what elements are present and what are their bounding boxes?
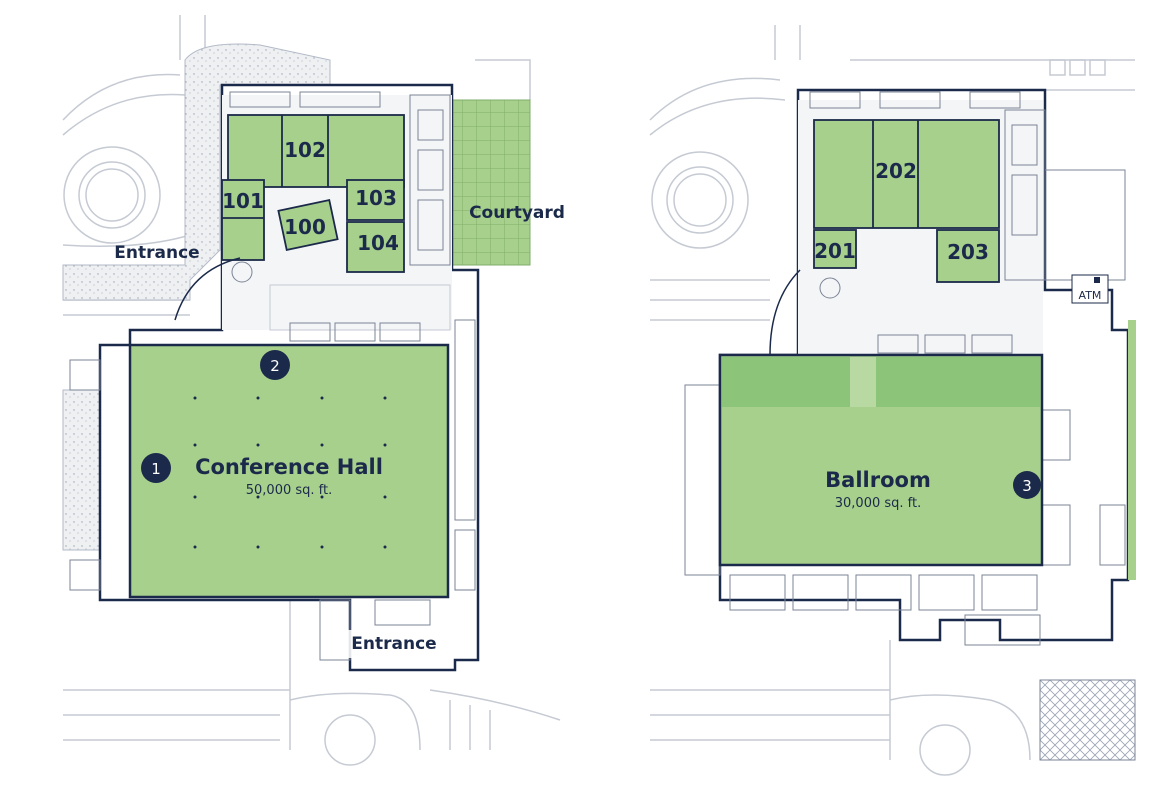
ballroom-upper-band-right xyxy=(876,357,1040,407)
room-201-shape[interactable] xyxy=(813,229,857,269)
hall-columns xyxy=(193,396,387,549)
marker-1-label: 1 xyxy=(151,460,161,478)
atm-label: ATM xyxy=(1079,289,1102,302)
conference-hall-area-label: 50,000 sq. ft. xyxy=(246,483,333,498)
room-203-shape[interactable] xyxy=(936,229,1000,283)
room-202-shape[interactable] xyxy=(813,119,1000,229)
room-103-shape[interactable] xyxy=(346,179,405,221)
room-203-label: 203 xyxy=(947,240,989,264)
room-101-label: 101 xyxy=(222,189,264,213)
floor1-plan: 102 101 103 104 100 Courtyard Entrance E… xyxy=(62,15,565,766)
room-201-label: 201 xyxy=(814,239,856,263)
marker-3[interactable]: 3 xyxy=(1013,471,1041,499)
room-101-shape[interactable] xyxy=(221,179,265,261)
room-104-label: 104 xyxy=(357,231,399,255)
room-100-label: 100 xyxy=(284,215,326,239)
marker-2-label: 2 xyxy=(270,357,280,375)
floor1-walls xyxy=(98,83,480,672)
marker-3-label: 3 xyxy=(1022,477,1032,495)
courtyard-area xyxy=(451,99,531,266)
floor1-service-lines xyxy=(69,91,476,661)
room-202-label: 202 xyxy=(875,159,917,183)
room-104-shape[interactable] xyxy=(346,221,405,273)
room-100-shape[interactable] xyxy=(277,198,339,252)
floor1-plaza xyxy=(62,43,331,301)
ballroom-area-label: 30,000 sq. ft. xyxy=(835,496,922,511)
ballroom-label: Ballroom xyxy=(825,468,931,492)
marker-2[interactable]: 2 xyxy=(260,350,290,380)
room-103-label: 103 xyxy=(355,186,397,210)
floor1-site-lines xyxy=(62,15,561,766)
floor2-plan: 202 201 203 ATM Ballroom 30,000 sq. ft. … xyxy=(649,25,1136,776)
conference-hall-label: Conference Hall xyxy=(195,455,383,479)
floor2-site-lines xyxy=(649,25,1135,776)
courtyard-label: Courtyard xyxy=(469,203,565,223)
room-102-shape[interactable] xyxy=(227,114,405,188)
room-102-label: 102 xyxy=(284,138,326,162)
entrance-south-label: Entrance xyxy=(351,634,436,654)
ballroom-upper-band-left xyxy=(722,357,850,407)
floor1-rooms xyxy=(221,114,405,273)
floor2-rooms xyxy=(813,119,1000,283)
conference-hall-area[interactable] xyxy=(128,343,450,599)
entrance-west-label: Entrance xyxy=(114,243,199,263)
marker-1[interactable]: 1 xyxy=(141,453,171,483)
floor2-walls xyxy=(718,88,1130,642)
